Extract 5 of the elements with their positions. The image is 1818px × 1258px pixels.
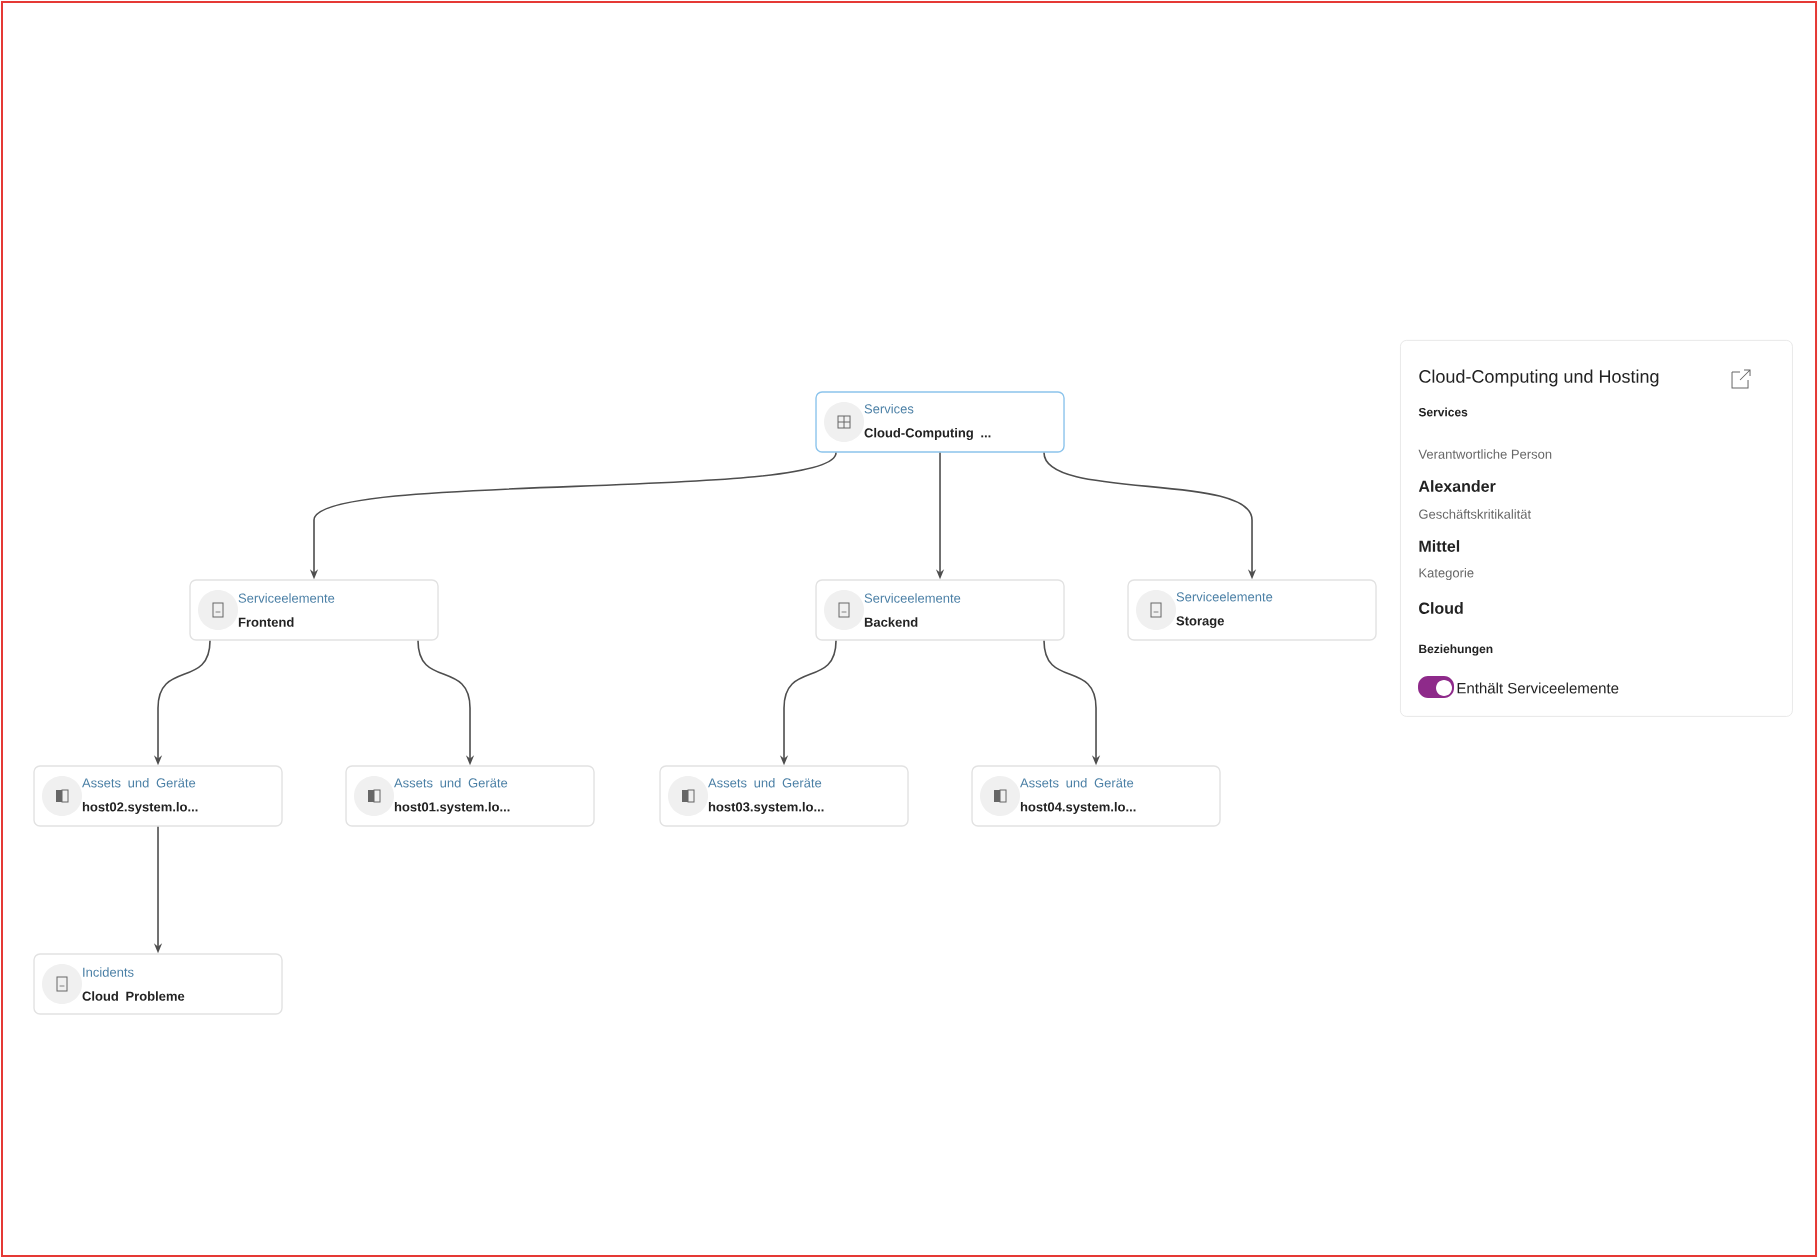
detail-panel xyxy=(1400,340,1793,717)
field-value: Mittel xyxy=(1419,540,1460,552)
field-value: Cloud xyxy=(1419,602,1463,614)
panel-title: Cloud-Computing und Hosting xyxy=(1419,369,1659,387)
field-value: Alexander xyxy=(1418,480,1496,492)
